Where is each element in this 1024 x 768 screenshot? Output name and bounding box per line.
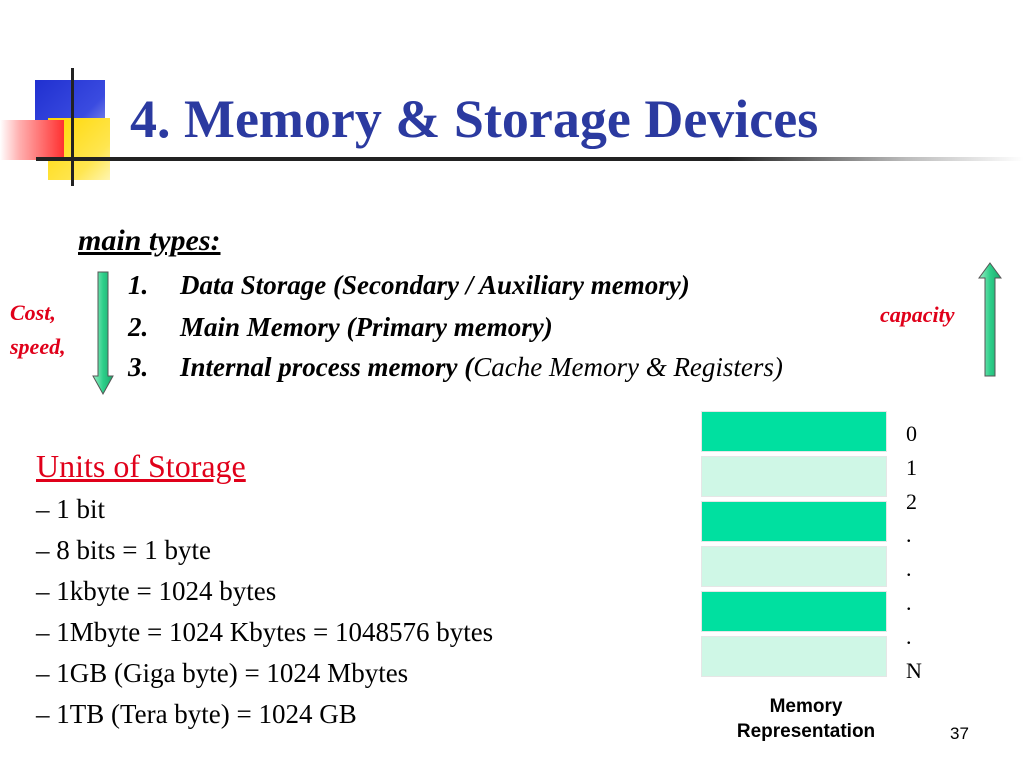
type-item-extra: Cache Memory & Registers) (473, 352, 783, 382)
unit-line: – 1GB (Giga byte) = 1024 Mbytes (36, 658, 409, 688)
memory-caption-line2: Representation (736, 721, 876, 742)
type-item-text: Data Storage (Secondary / Auxiliary memo… (180, 270, 690, 300)
memory-cell (701, 636, 887, 677)
unit-line: – 1kbyte = 1024 bytes (36, 576, 277, 606)
memory-index: 1 (906, 455, 917, 480)
memory-index: N (906, 658, 922, 683)
memory-index: . (906, 556, 912, 581)
title-underline-rule (36, 157, 1024, 161)
memory-cell (701, 591, 887, 632)
unit-line: – 1 bit (36, 494, 106, 524)
type-item-number: 1. (128, 270, 149, 300)
memory-caption: Memory Representation (706, 694, 906, 744)
memory-index: . (906, 522, 912, 547)
up-arrow-icon (978, 262, 1002, 377)
memory-cell (701, 411, 887, 452)
unit-line: – 1TB (Tera byte) = 1024 GB (36, 699, 357, 729)
type-item-number: 2. (128, 312, 149, 342)
down-arrow-icon (92, 271, 114, 396)
main-types-heading: main types: (78, 224, 221, 257)
units-heading: Units of Storage (36, 448, 246, 484)
unit-line: – 8 bits = 1 byte (36, 535, 211, 565)
memory-cell (701, 546, 887, 587)
memory-index: 0 (906, 421, 917, 446)
memory-caption-line1: Memory (769, 696, 843, 717)
memory-cell (701, 456, 887, 497)
cost-label: Cost, (10, 300, 56, 325)
type-item-number: 3. (128, 352, 149, 382)
logo-red-bar (0, 120, 64, 160)
type-item-2: 2. Main Memory (Primary memory) (128, 312, 553, 343)
memory-index: . (906, 590, 912, 615)
type-item-text: Main Memory (Primary memory) (180, 312, 553, 342)
unit-line: – 1Mbyte = 1024 Kbytes = 1048576 bytes (36, 617, 494, 647)
capacity-label: capacity (880, 302, 955, 327)
speed-label: speed, (10, 334, 66, 359)
logo-vertical-line (71, 68, 74, 186)
page-number: 37 (950, 724, 969, 743)
memory-index: 2 (906, 489, 917, 514)
slide-title: 4. Memory & Storage Devices (130, 89, 819, 149)
type-item-1: 1. Data Storage (Secondary / Auxiliary me… (128, 270, 690, 301)
type-item-text: Internal process memory ( (180, 352, 474, 382)
memory-index: . (906, 624, 912, 649)
type-item-3: 3. Internal process memory (Cache Memory … (128, 352, 783, 383)
memory-cell (701, 501, 887, 542)
